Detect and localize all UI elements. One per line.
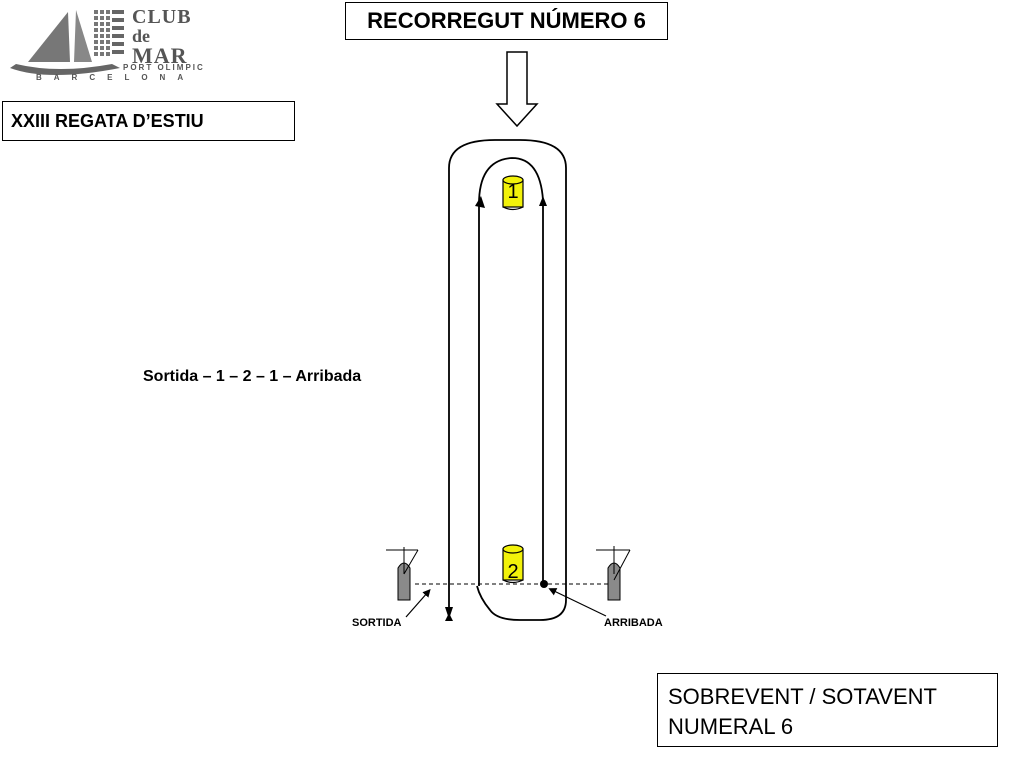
club-logo: CLUB de MAR PORT OLIMPIC BARCELONA [8, 6, 203, 86]
mark-1-label: 1 [507, 181, 518, 203]
course-type-box: SOBREVENT / SOTAVENT NUMERAL 6 [657, 673, 998, 747]
event-name-box: XXIII REGATA D’ESTIU [2, 101, 295, 141]
finish-committee-boat-icon [596, 546, 631, 601]
logo-text-barcelona: BARCELONA [36, 73, 196, 82]
mark-2-label: 2 [507, 561, 518, 583]
event-name-text: XXIII REGATA D’ESTIU [11, 110, 204, 131]
logo-text-mar: MAR [132, 43, 188, 68]
sailboat-logo-icon [10, 10, 124, 75]
page-title-text: RECORREGUT NÚMERO 6 [367, 8, 646, 33]
page-title: RECORREGUT NÚMERO 6 [345, 2, 668, 40]
logo-text-de: de [132, 26, 150, 46]
course-inner-loop [478, 157, 544, 586]
start-committee-boat-icon [386, 547, 419, 601]
start-label: SORTIDA [352, 617, 402, 629]
logo-text-port-olimpic: PORT OLIMPIC [123, 63, 205, 72]
numeral-text: NUMERAL 6 [668, 714, 794, 739]
finish-label: ARRIBADA [604, 617, 663, 629]
course-type-text: SOBREVENT / SOTAVENT [668, 684, 937, 709]
wind-arrow-icon [495, 51, 539, 128]
arribada-pointer [548, 588, 607, 617]
sortida-pointer [405, 588, 431, 618]
course-outer-loop [445, 139, 567, 621]
finish-dot [540, 580, 548, 588]
mark-2-buoy-icon [502, 544, 524, 584]
course-sequence-text: Sortida – 1 – 2 – 1 – Arribada [143, 368, 362, 385]
mark-1-buoy-icon [502, 175, 524, 211]
logo-text-club: CLUB [132, 6, 192, 28]
